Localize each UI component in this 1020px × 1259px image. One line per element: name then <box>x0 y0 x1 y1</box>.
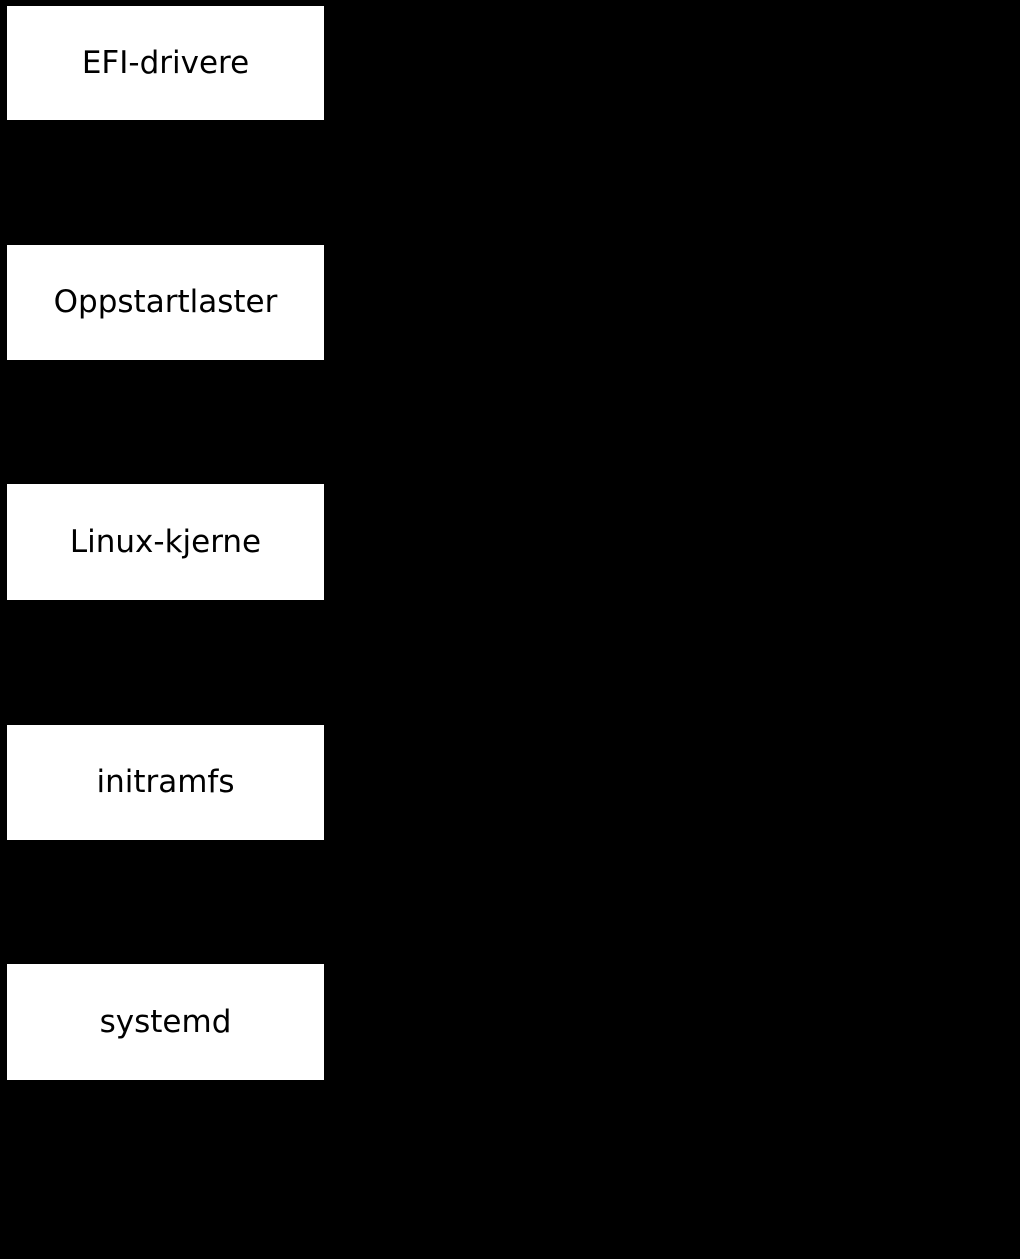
diagram-node-oppstartlaster[interactable]: Oppstartlaster <box>7 245 324 360</box>
diagram-node-efi-drivere[interactable]: EFI-drivere <box>7 6 324 120</box>
diagram-node-label: EFI-drivere <box>81 44 250 81</box>
diagram-node-systemd[interactable]: systemd <box>7 964 324 1080</box>
diagram-node-label: Oppstartlaster <box>53 284 278 320</box>
diagram-node-label: Linux-kjerne <box>69 523 262 560</box>
diagram-node-linux-kjerne[interactable]: Linux-kjerne <box>7 484 324 600</box>
diagram-node-label: systemd <box>99 1003 232 1040</box>
diagram-node-initramfs[interactable]: initramfs <box>7 725 324 840</box>
diagram-node-label: initramfs <box>96 764 235 800</box>
